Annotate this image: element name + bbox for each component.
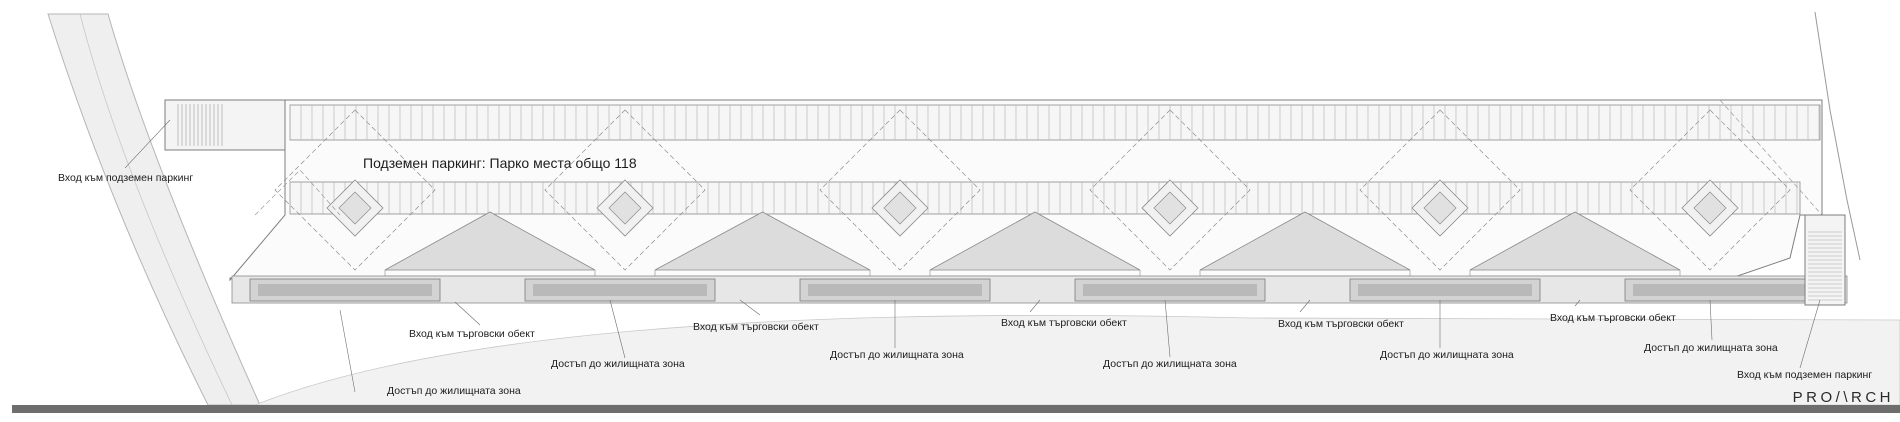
leader-line [1574, 299, 1581, 307]
parking-row-middle [289, 181, 1801, 215]
leader-line [739, 299, 761, 316]
stair-core-inner [883, 191, 917, 225]
stair-core-inner [608, 191, 642, 225]
label-residential-1: Достъп до жилищната зона [387, 385, 521, 397]
dashed-diamond [274, 109, 436, 271]
leader-line [1799, 299, 1821, 369]
label-residential-4: Достъп до жилищната зона [1103, 358, 1237, 370]
ramp-right-hatching [1808, 231, 1842, 301]
label-parking-entry-right: Вход към подземен паркинг [1737, 369, 1873, 381]
leader-line [454, 301, 481, 326]
label-retail-3: Вход към търговски обект [1001, 317, 1127, 329]
dashed-guides [254, 99, 1823, 216]
road-left-edge [79, 13, 233, 406]
footer-bar [12, 405, 1900, 413]
shop-unit [654, 211, 871, 271]
dashed-diamond [819, 109, 981, 271]
planters [249, 278, 1816, 302]
planter-inner [533, 284, 707, 296]
label-residential-6: Достъп до жилищната зона [1644, 342, 1778, 354]
parking-row-top [289, 104, 1821, 141]
label-parking-entry-left: Вход към подземен паркинг [58, 172, 194, 184]
leader-line [124, 119, 171, 169]
label-retail-4: Вход към търговски обект [1278, 318, 1404, 330]
stair-core-inner [1693, 191, 1727, 225]
stair-core-inner [1153, 191, 1187, 225]
leader-line [1029, 299, 1041, 313]
planter-inner [258, 284, 432, 296]
leader-line [1164, 299, 1171, 358]
leader-line [1709, 299, 1713, 341]
dashed-diamond [544, 109, 706, 271]
dashed-diamond [1629, 109, 1791, 271]
right-boundary [1814, 11, 1861, 261]
leader-line [339, 309, 356, 393]
shop-units [274, 109, 1791, 277]
dashed-diamond [1359, 109, 1521, 271]
leader-line [1299, 299, 1311, 313]
road-left [47, 13, 261, 406]
stair-core-inner [338, 191, 372, 225]
planter-inner [1083, 284, 1257, 296]
shop-unit [929, 211, 1141, 271]
planter-inner [1358, 284, 1532, 296]
dashed-guide [1719, 99, 1823, 216]
leader-line [609, 299, 626, 359]
dashed-diamond [1089, 109, 1251, 271]
shop-unit [1469, 211, 1681, 271]
ground-strip [231, 275, 1848, 304]
label-residential-2: Достъп до жилищната зона [551, 358, 685, 370]
planter-inner [808, 284, 982, 296]
parking-stalls-top [289, 105, 1820, 140]
label-residential-3: Достъп до жилищната зона [830, 349, 964, 361]
label-retail-1: Вход към търговски обект [409, 328, 535, 340]
leader-lines [124, 119, 1821, 393]
label-residential-5: Достъп до жилищната зона [1380, 349, 1514, 361]
parking-title: Подземен паркинг: Парко места общо 118 [363, 155, 637, 171]
label-retail-5: Вход към търговски обект [1550, 312, 1676, 324]
ramp-hatching [177, 104, 223, 146]
parking-ramp-left [164, 99, 286, 151]
label-retail-2: Вход към търговски обект [693, 321, 819, 333]
shop-unit [384, 211, 596, 271]
proarch-logo: PRO/\RCH [1792, 389, 1894, 406]
sidewalk-band [254, 314, 1900, 406]
shop-unit [1199, 211, 1411, 271]
planter-inner [1633, 284, 1807, 296]
stair-core-inner [1423, 191, 1457, 225]
